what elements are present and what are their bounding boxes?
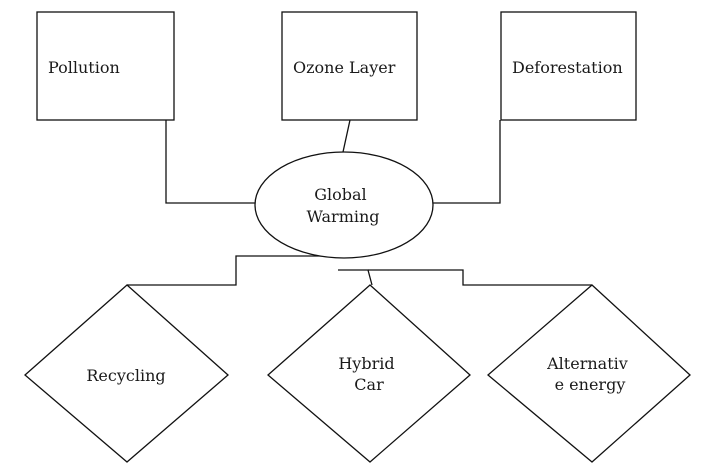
hybrid-car-label: Hybrid Car <box>338 354 399 394</box>
ozone-layer-label: Ozone Layer <box>293 58 396 77</box>
connector-recycling <box>127 255 330 286</box>
global-warming-ellipse <box>254 151 434 259</box>
connector-hybrid-car <box>338 269 373 286</box>
connector-deforestation <box>430 120 501 204</box>
recycling-label: Recycling <box>86 366 165 385</box>
pollution-box <box>36 11 175 121</box>
alternative-energy-diamond <box>486 284 691 463</box>
recycling-diamond <box>24 284 229 463</box>
connector-pollution <box>165 120 262 204</box>
ozone-layer-box <box>281 11 418 121</box>
global-warming-label: Global Warming <box>306 185 379 226</box>
pollution-label: Pollution <box>48 58 120 77</box>
hybrid-car-diamond <box>267 284 471 463</box>
connector-ozone-layer <box>342 119 351 153</box>
deforestation-label: Deforestation <box>512 58 623 77</box>
alternative-energy-label: Alternativ e energy <box>546 354 633 394</box>
connector-alternative-energy <box>368 269 592 286</box>
deforestation-box <box>500 11 637 121</box>
